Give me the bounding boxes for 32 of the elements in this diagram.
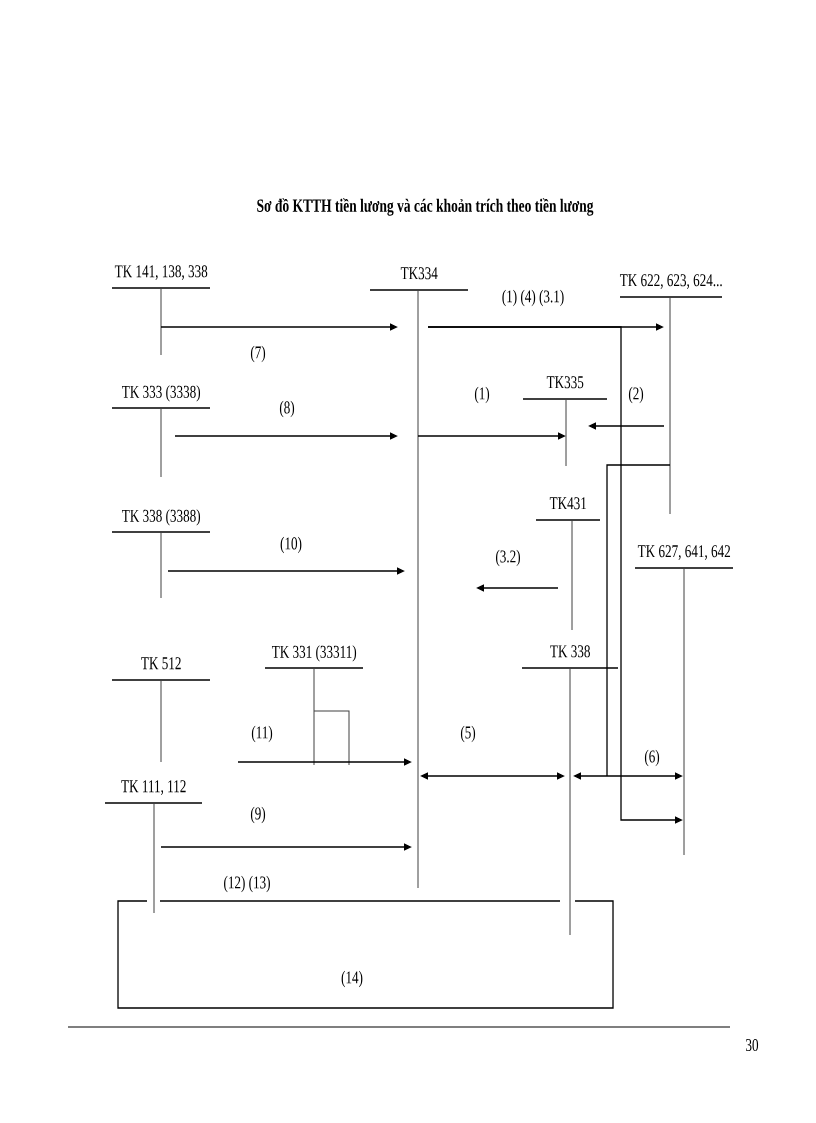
edge-label: (11) <box>250 724 274 744</box>
edge-label: (14) <box>340 969 364 989</box>
arrow <box>417 432 566 440</box>
t-account: TK 338 (3388) <box>111 509 211 599</box>
edge-label: (9) <box>249 805 267 825</box>
arrow <box>160 843 412 851</box>
edge-label: (3.2) <box>494 548 522 568</box>
t-account: TK 512 <box>111 657 211 763</box>
t-account: TK431 <box>535 497 601 631</box>
arrow <box>174 432 398 440</box>
edge-label: (7) <box>249 344 267 364</box>
t-account: TK 111, 112 <box>104 780 203 914</box>
title: Sơ đồ KTTH tiền lương và các khoản trích theo tiền lương <box>257 198 594 216</box>
edge-label: (1) <box>473 385 491 405</box>
edge-label: (1) (4) (3.1) <box>500 288 566 308</box>
page-number: 30 <box>746 1038 759 1052</box>
t-account: TK 141, 138, 338 <box>111 265 211 356</box>
edge-label: (8) <box>278 399 296 419</box>
edge-label: (2) <box>627 385 645 405</box>
arrow <box>167 567 405 575</box>
t-account: TK335 <box>522 376 608 467</box>
t-account: TK 333 (3338) <box>111 385 211 478</box>
arrow <box>237 758 412 766</box>
arrow <box>427 326 683 824</box>
connector-line <box>117 900 614 1009</box>
arrow <box>160 323 398 331</box>
edge-label: (12) (13) <box>222 874 272 894</box>
edge-label: (6) <box>643 748 661 768</box>
edge-label: (5) <box>459 724 477 744</box>
edge-label: (10) <box>279 535 303 555</box>
connector-line <box>159 900 561 902</box>
t-account: TK 338 <box>521 645 619 936</box>
